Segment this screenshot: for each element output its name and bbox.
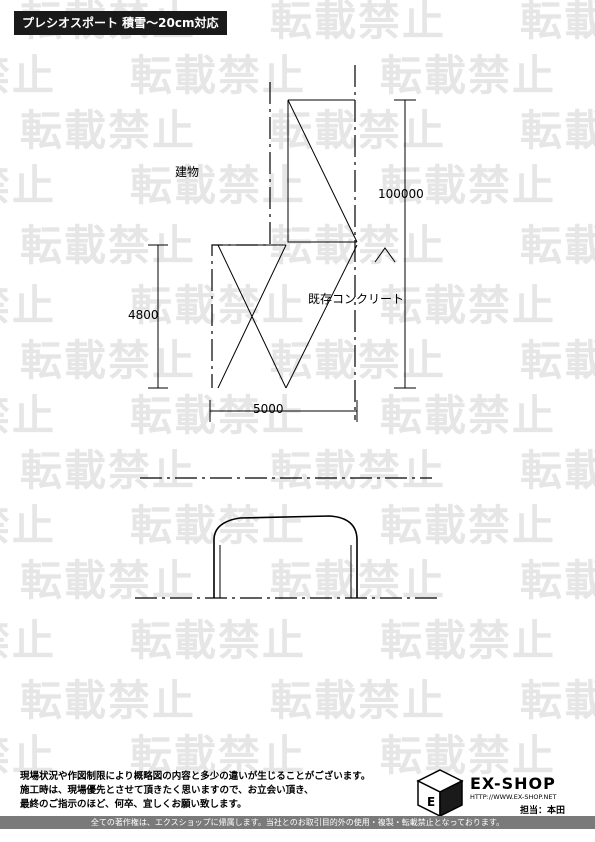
watermark-text: 転載禁止 (20, 106, 197, 155)
watermark-text: 転載禁止 (0, 161, 57, 210)
note-line: 施工時は、現場優先とさせて頂きたく思いますので、お立会い頂き、 (20, 785, 314, 796)
watermark-text: 転載禁止 (270, 336, 447, 385)
watermark-text: 転載禁止 (520, 0, 595, 45)
watermark-text: 転載禁止 (0, 501, 57, 550)
watermark-text: 転載禁止 (20, 556, 197, 605)
brand-name: EX-SHOP (470, 774, 556, 793)
watermark-text: 転載禁止 (520, 336, 595, 385)
building-label: 建物 (175, 165, 200, 179)
note-line: 最終のご指示のほど、何卒、宜しくお願い致します。 (20, 799, 247, 810)
carport-x-2 (217, 244, 287, 389)
watermark-text: 転載禁止 (520, 106, 595, 155)
watermark-text: 転載禁止 (520, 676, 595, 725)
dimension-depth: 100000 (378, 187, 424, 201)
watermark-text: 転載禁止 (130, 616, 307, 665)
watermark-text: 転載禁止 (130, 161, 307, 210)
watermark-text: 転載禁止 (380, 501, 557, 550)
watermark-text: 転載禁止 (20, 336, 197, 385)
note-line: 現場状況や作図制限により概略図の内容と多少の違いが生じることがございます。 (20, 771, 371, 782)
watermark-text: 転載禁止 (380, 51, 557, 100)
page-title: プレシオスポート 積雪～20cm対応 (14, 11, 227, 35)
copyright-notice: 全ての著作権は、エクスショップに帰属します。当社とのお取引目的外の使用・複製・転… (0, 816, 595, 829)
watermark-text: 転載禁止 (270, 0, 447, 45)
person-in-charge: 担当：本田 (520, 806, 566, 816)
watermark-text: 転載禁止 (0, 616, 57, 665)
watermark-text: 転載禁止 (130, 281, 307, 330)
ex-shop-logo-icon: E (414, 766, 466, 822)
watermark-text: 転載禁止 (20, 446, 197, 495)
dimension-width: 5000 (253, 402, 284, 416)
watermark-text: 転載禁止 (130, 501, 307, 550)
concrete-label: 既存コンクリート (308, 292, 405, 306)
watermark-text: 転載禁止 (130, 51, 307, 100)
watermark-text: 転載禁止 (270, 446, 447, 495)
watermark-text: 転載禁止 (380, 281, 557, 330)
building-outline (211, 82, 271, 388)
watermark-text: 転載禁止 (0, 391, 57, 440)
watermark-text: 転載禁止 (520, 446, 595, 495)
watermark-text: 転載禁止 (380, 391, 557, 440)
watermark-text: 転載禁止 (0, 51, 57, 100)
notes: 現場状況や作図制限により概略図の内容と多少の違いが生じることがございます。 施工… (20, 770, 370, 812)
watermark-text: 転載禁止 (130, 391, 307, 440)
dimension-height: 4800 (128, 308, 159, 322)
brand-url: HTTP://WWW.EX-SHOP.NET (470, 793, 557, 801)
carport-elevation-arch (213, 515, 358, 598)
watermark-text: 転載禁止 (520, 556, 595, 605)
watermark-text: 転載禁止 (130, 731, 307, 780)
watermark-text: 転載禁止 (270, 676, 447, 725)
watermark-text: 転載禁止 (20, 676, 197, 725)
watermark-text: 転載禁止 (380, 161, 557, 210)
watermark-text: 転載禁止 (380, 731, 557, 780)
svg-text:E: E (427, 795, 435, 809)
watermark-text: 転載禁止 (520, 221, 595, 270)
watermark-text: 転載禁止 (270, 106, 447, 155)
carport-top-frame (287, 100, 357, 243)
carport-top-diagonal (287, 99, 358, 243)
watermark-text: 転載禁止 (0, 281, 57, 330)
watermark-text: 転載禁止 (380, 616, 557, 665)
watermark-text: 転載禁止 (0, 731, 57, 780)
